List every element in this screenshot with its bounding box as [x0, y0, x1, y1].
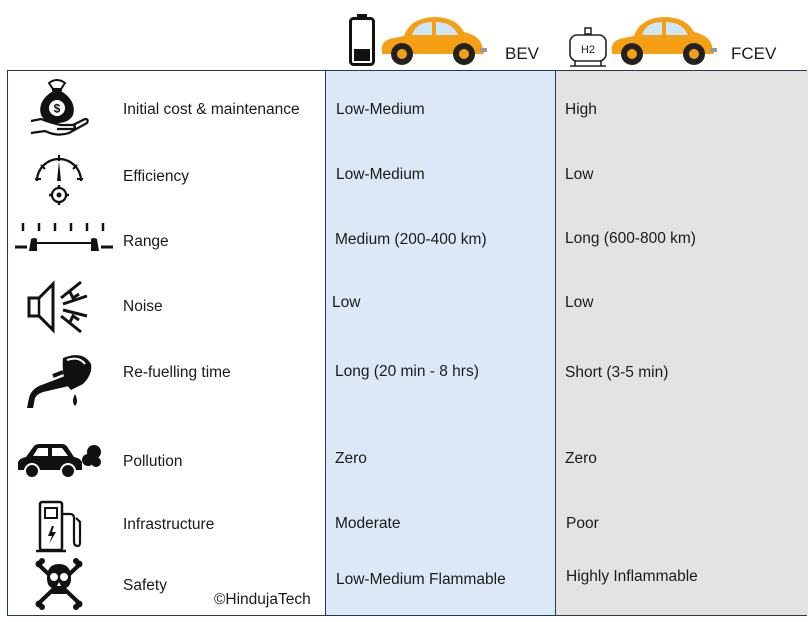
- car-exhaust-icon: [16, 435, 102, 485]
- svg-text:$: $: [54, 102, 61, 116]
- fcev-car-icon: [611, 17, 717, 65]
- table-row: Safety Low-Medium Flammable Highly Infla…: [8, 555, 808, 617]
- table-row: Efficiency Low-Medium Low: [8, 141, 808, 207]
- row-label: Efficiency: [123, 168, 190, 185]
- bev-value: Low: [332, 294, 361, 311]
- bev-value: Low-Medium: [336, 101, 425, 118]
- bev-value: Medium (200-400 km): [335, 231, 487, 248]
- table-row: Re-fuelling time Long (20 min - 8 hrs) S…: [8, 337, 808, 421]
- fcev-value: Highly Inflammable: [566, 568, 698, 585]
- row-label: Infrastructure: [123, 516, 215, 533]
- fcev-column: [555, 71, 808, 615]
- skull-crossbones-icon: [16, 557, 102, 615]
- bev-car-icon: [381, 17, 487, 65]
- speaker-noise-icon: [16, 275, 102, 339]
- range-road-icon: [14, 217, 114, 261]
- bev-value: Low-Medium: [336, 166, 425, 183]
- gauge-gear-icon: [16, 145, 102, 207]
- hydrogen-tank-icon: H2: [569, 27, 607, 67]
- row-label: Safety: [123, 577, 167, 594]
- table-row: Range Medium (200-400 km) Long (600-800 …: [8, 207, 808, 271]
- row-label: Re-fuelling time: [123, 364, 231, 381]
- fcev-value: Poor: [566, 515, 599, 532]
- money-bag-hand-icon: $: [16, 77, 102, 139]
- table-row: Pollution Zero Zero: [8, 421, 808, 495]
- bev-value: Zero: [335, 450, 367, 467]
- bev-value: Long (20 min - 8 hrs): [335, 363, 479, 380]
- header: BEV H2 FCEV: [0, 0, 811, 70]
- comparison-table: $ Initial cost & maintenance Low-Medium …: [7, 70, 808, 617]
- fuel-nozzle-icon: [16, 347, 102, 417]
- fcev-value: Long (600-800 km): [565, 230, 696, 247]
- row-label: Initial cost & maintenance: [123, 101, 300, 118]
- table-row: Infrastructure Moderate Poor: [8, 495, 808, 555]
- fcev-value: Low: [565, 294, 594, 311]
- fcev-value: Short (3-5 min): [565, 364, 669, 381]
- fcev-value: Zero: [565, 450, 597, 467]
- fcev-value: Low: [565, 166, 594, 183]
- row-label: Range: [123, 233, 169, 250]
- copyright-text: ©HindujaTech: [214, 591, 311, 608]
- row-label: Pollution: [123, 453, 183, 470]
- table-row: Noise Low Low: [8, 271, 808, 337]
- table-row: $ Initial cost & maintenance Low-Medium …: [8, 71, 808, 141]
- h2-text: H2: [581, 44, 595, 56]
- fcev-header-label: FCEV: [731, 44, 777, 63]
- bev-column: [325, 71, 555, 615]
- bev-header-label: BEV: [505, 44, 540, 63]
- fcev-value: High: [565, 101, 597, 118]
- charging-station-icon: [16, 497, 102, 555]
- bev-value: Moderate: [335, 515, 401, 532]
- bev-value: Low-Medium Flammable: [336, 571, 506, 588]
- row-label: Noise: [123, 298, 163, 315]
- battery-icon: [349, 14, 375, 66]
